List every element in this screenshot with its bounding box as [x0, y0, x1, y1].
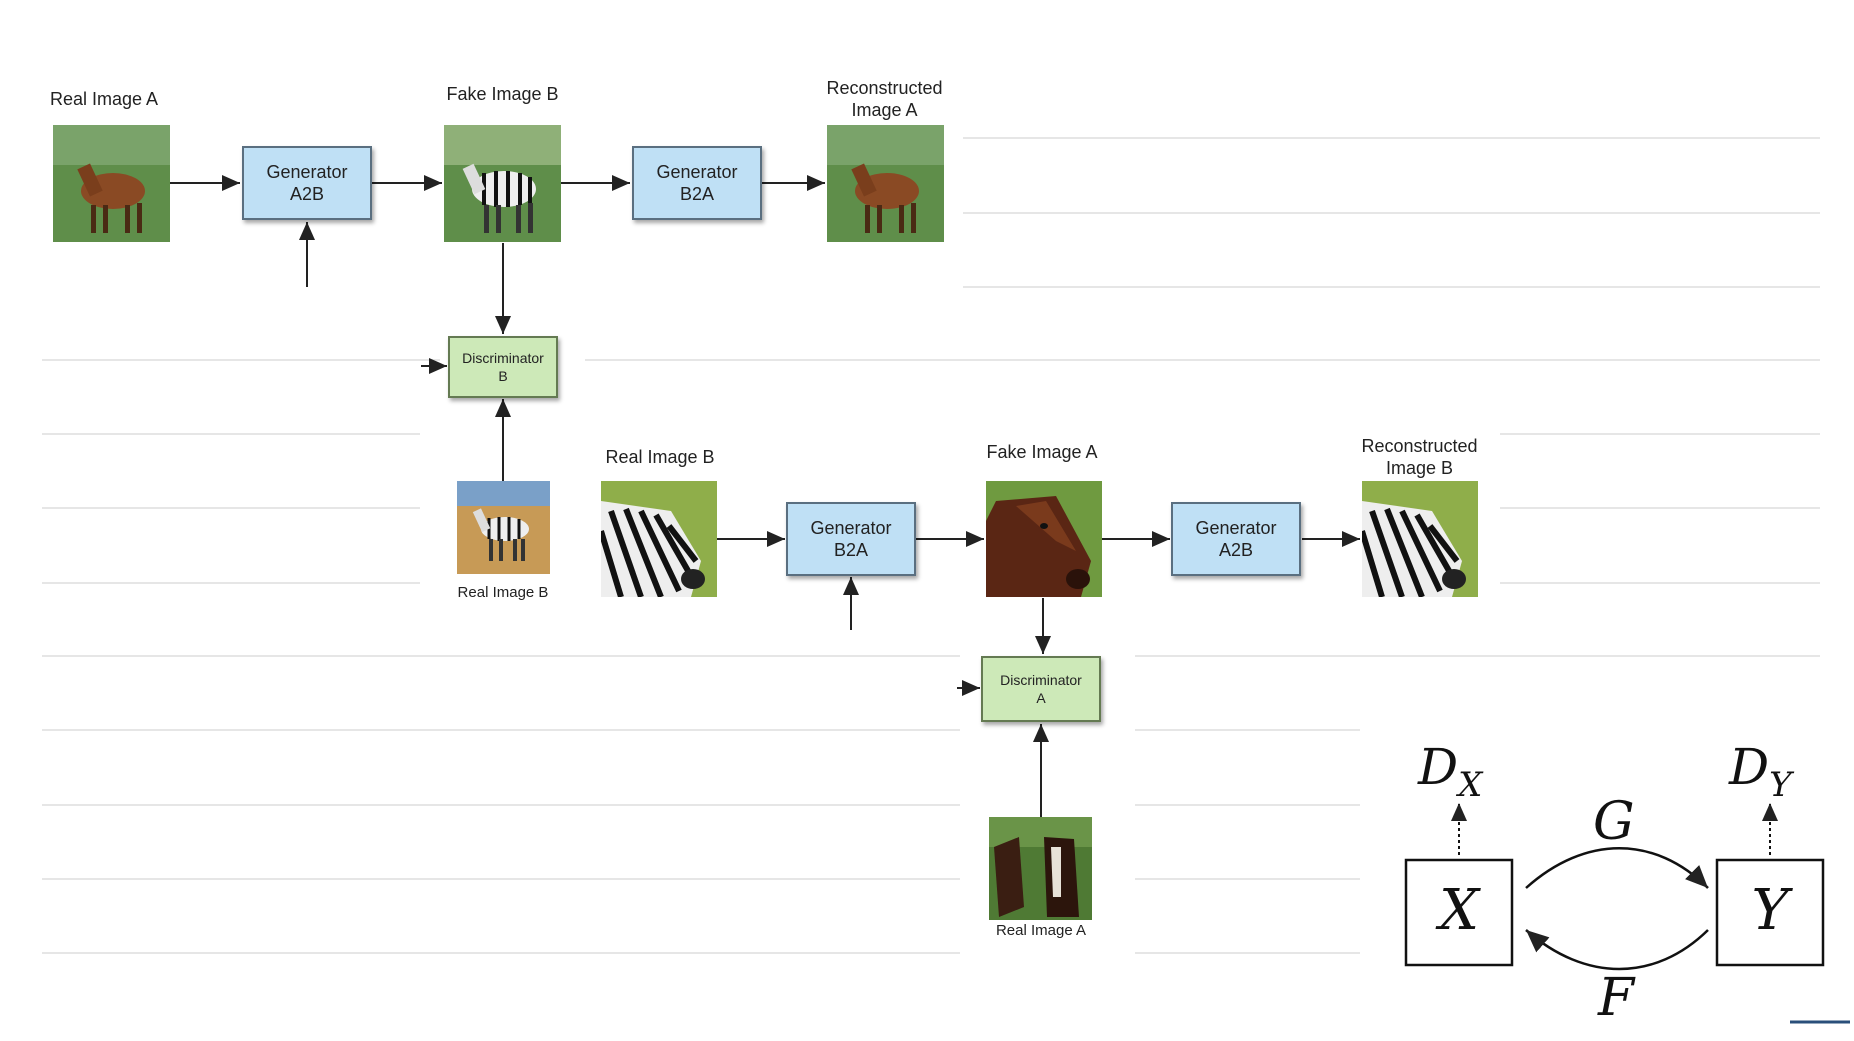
ruled-lines [42, 137, 1850, 1024]
horse-image [827, 125, 944, 242]
reconstructed-a-label: Reconstructed Image A [812, 77, 957, 121]
real-image-a-small-label: Real Image A [995, 922, 1087, 939]
reconstructed-b-label: Reconstructed Image B [1347, 435, 1492, 479]
domain-x-box [1404, 858, 1514, 967]
dx-base: D [1418, 738, 1459, 796]
domain-x-label: X [1439, 878, 1479, 943]
label-line: Image A [851, 100, 918, 120]
box-line: B [498, 368, 508, 384]
horses-pair-image [989, 817, 1092, 920]
dy-subscript: Y [1769, 765, 1792, 805]
dy-label: DY [1729, 738, 1792, 805]
flow-arrows [170, 175, 1360, 817]
dy-base: D [1729, 738, 1770, 796]
zebra-image [457, 481, 550, 574]
box-line: Discriminator [462, 350, 544, 366]
fake-image-a-label: Fake Image A [986, 442, 1098, 462]
box-line: Generator [266, 162, 348, 182]
box-line: Discriminator [1000, 672, 1082, 688]
label-line: Reconstructed [1361, 436, 1478, 456]
real-image-b-label: Real Image B [605, 447, 715, 467]
box-line: B2A [679, 184, 714, 204]
label-line: Image B [1385, 458, 1454, 478]
dx-subscript: X [1458, 765, 1483, 805]
horse-image [53, 125, 170, 242]
box-line: Generator [1195, 518, 1277, 538]
zebra-head-image [1362, 481, 1478, 597]
horse-head-image [986, 481, 1102, 597]
mapping-f-label: F [1598, 968, 1635, 1028]
box-line: A2B [289, 184, 324, 204]
box-line: A2B [1218, 540, 1253, 560]
box-line: B2A [833, 540, 868, 560]
zebra-image [444, 125, 561, 242]
domain-y-label: Y [1751, 878, 1789, 943]
domain-y-box [1715, 858, 1825, 967]
box-line: Generator [810, 518, 892, 538]
mapping-g-arrow [1525, 847, 1709, 889]
box-line: Generator [656, 162, 738, 182]
real-image-b-small-label: Real Image B [457, 584, 549, 601]
cycle-diagram-shapes [1404, 803, 1825, 971]
real-image-a-label: Real Image A [50, 89, 159, 109]
zebra-head-image [601, 481, 717, 597]
mapping-f-arrow [1525, 929, 1709, 971]
label-line: Reconstructed [826, 78, 943, 98]
mapping-g-label: G [1593, 792, 1635, 852]
dx-label: DX [1418, 738, 1482, 805]
box-line: A [1036, 690, 1046, 706]
fake-image-b-label: Fake Image B [446, 84, 559, 104]
